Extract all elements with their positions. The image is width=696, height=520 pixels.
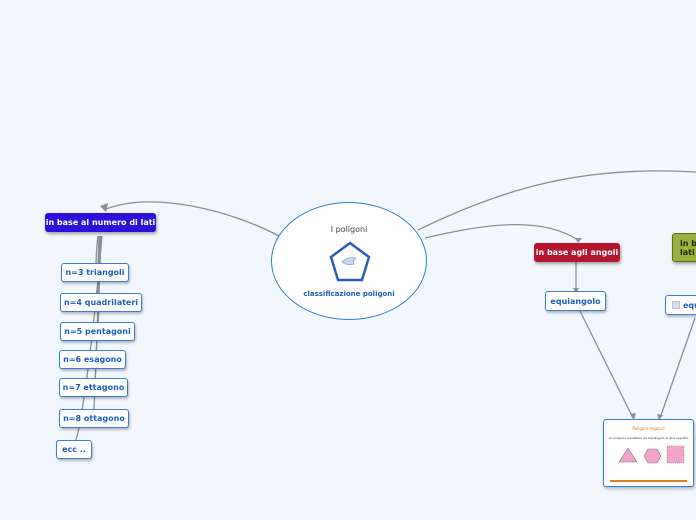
leaf-triangoli[interactable]: n=3 triangoli [61, 263, 129, 282]
checkbox-icon [672, 301, 680, 309]
central-title: I poligoni [330, 225, 368, 234]
leaf-label: n=4 quadrilateri [63, 298, 139, 307]
leaf-equiangolo[interactable]: equiangolo [545, 291, 606, 311]
leaf-quadrilateri[interactable]: n=4 quadrilateri [60, 293, 142, 312]
leaf-label: n=3 triangoli [65, 268, 125, 277]
square-icon [666, 445, 685, 464]
card-footer-bar [610, 480, 687, 482]
branch-sides[interactable]: in base al numero di lati [45, 213, 156, 232]
central-topic[interactable]: I poligoni classificazione poligoni [271, 202, 427, 320]
branch-sides-label: in base al numero di lati [45, 218, 156, 227]
central-subtitle: classificazione poligoni [303, 290, 395, 298]
branch-lati[interactable]: in b lati [672, 233, 696, 262]
card-subtitle: un poligono equilatero ed equiangolo si … [608, 436, 689, 440]
card-title: Poligoni regolari [632, 426, 665, 431]
leaf-label: n=8 ottagono [63, 414, 125, 423]
leaf-label: n=7 ettagono [62, 383, 125, 392]
hexagon-icon [643, 448, 662, 464]
leaf-ottagono[interactable]: n=8 ottagono [59, 409, 129, 428]
pentagon-icon [329, 241, 371, 282]
triangle-icon [618, 447, 638, 463]
branch-lati-label-line1: in b [680, 238, 696, 248]
leaf-label: equiangolo [550, 296, 601, 306]
leaf-label: ecc .. [62, 445, 86, 454]
branch-angles[interactable]: in base agli angoli [534, 243, 620, 262]
branch-lati-label-line2: lati [680, 247, 695, 257]
leaf-esagono[interactable]: n=6 esagono [59, 350, 126, 369]
leaf-pentagoni[interactable]: n=5 pentagoni [60, 322, 135, 341]
leaf-equilatero[interactable]: equ [665, 295, 696, 315]
image-card-regular-polygons[interactable]: Poligoni regolari un poligono equilatero… [603, 419, 694, 487]
branch-angles-label: in base agli angoli [535, 248, 619, 257]
leaf-label: n=5 pentagoni [64, 327, 131, 336]
leaf-label: equ [683, 300, 696, 310]
leaf-ettagono[interactable]: n=7 ettagono [59, 378, 128, 397]
leaf-label: n=6 esagono [63, 355, 122, 364]
leaf-ecc[interactable]: ecc .. [56, 440, 92, 459]
